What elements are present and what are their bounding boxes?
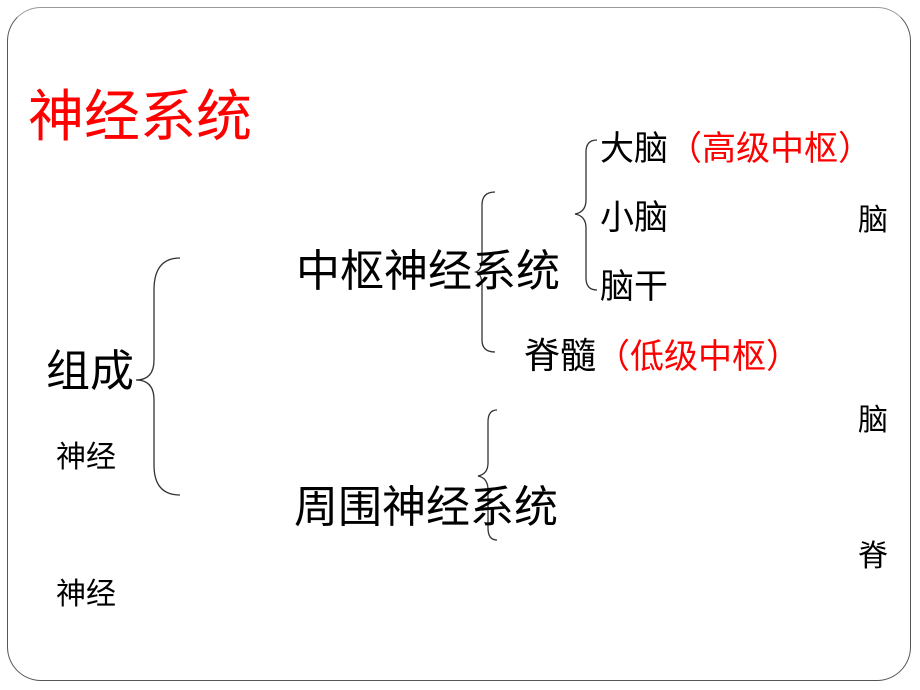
spinal-cord: 脊髓（低级中枢）	[524, 339, 800, 375]
brain-part-name: 大脑	[600, 129, 668, 169]
page-title: 神经系统	[28, 85, 252, 150]
right-label-1: 脑	[858, 203, 888, 238]
left-label-1: 神经	[56, 440, 116, 475]
slide-frame	[7, 7, 911, 681]
peripheral-nervous-system-label: 周围神经系统	[294, 482, 558, 533]
spinal-name: 脊髓	[524, 336, 597, 377]
spinal-note: （低级中枢）	[596, 337, 801, 377]
central-nervous-system-label: 中枢神经系统	[296, 246, 560, 297]
left-label-2: 神经	[56, 577, 116, 612]
right-label-3: 脊	[858, 539, 888, 574]
right-label-2: 脑	[858, 403, 888, 438]
brain-part-cerebrum: 大脑（高级中枢）	[600, 132, 872, 166]
brace-composition	[135, 257, 181, 496]
brace-central	[473, 191, 496, 353]
brace-peripheral	[477, 409, 498, 541]
brain-part-note: （高级中枢）	[668, 129, 872, 169]
brace-brain	[574, 139, 598, 291]
composition-label: 组成	[46, 346, 134, 397]
brain-part-cerebellum: 小脑	[600, 198, 668, 238]
brain-part-brainstem: 脑干	[600, 267, 668, 307]
